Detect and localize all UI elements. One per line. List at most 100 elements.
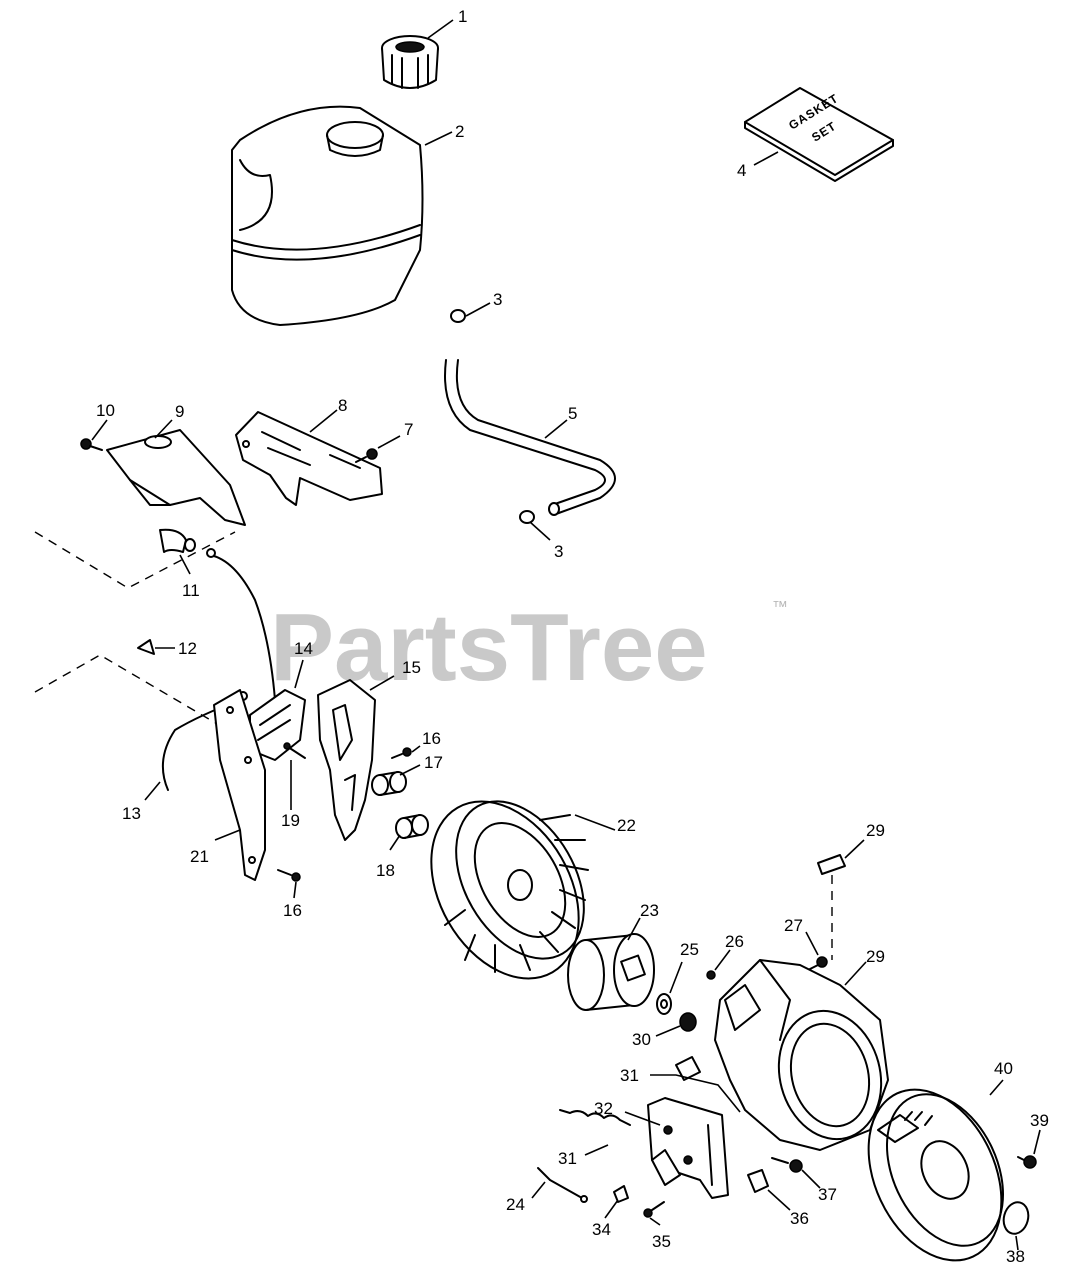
part-screw-16-lower[interactable] (277, 869, 301, 882)
callout-38: 38 (1006, 1247, 1025, 1266)
callout-37: 37 (818, 1185, 837, 1204)
callout-18: 18 (376, 861, 395, 880)
part-decal-31[interactable] (675, 1056, 701, 1081)
part-hose-clamp-lower[interactable] (519, 510, 535, 524)
part-sleeve-18[interactable] (395, 814, 429, 839)
leader-8 (309, 409, 338, 433)
callout-27: 27 (784, 916, 803, 935)
leader-5 (544, 419, 568, 439)
part-hose-clamp-upper[interactable] (450, 309, 466, 323)
callout-8: 8 (338, 396, 347, 415)
callout-7: 7 (404, 420, 413, 439)
leader-3b (529, 521, 551, 541)
leader-25 (669, 961, 683, 994)
part-spacer-17[interactable] (371, 771, 407, 796)
leader-35 (649, 1217, 661, 1226)
partstree-watermark: PartsTree (270, 594, 708, 701)
part-screw-39[interactable] (1017, 1155, 1037, 1169)
part-bracket-9[interactable] (106, 429, 246, 526)
callout-25: 25 (680, 940, 699, 959)
leader-34 (604, 1199, 619, 1219)
part-decal-29[interactable] (817, 854, 846, 875)
part-screw-16-upper[interactable] (391, 747, 412, 759)
leader-23 (627, 917, 641, 941)
part-fuel-line-elbow[interactable] (159, 528, 196, 553)
leader-17 (399, 764, 421, 776)
part-starter-cup[interactable] (567, 933, 655, 1011)
callout-3-upper: 3 (493, 290, 502, 309)
callout-19: 19 (281, 811, 300, 830)
part-nut-30[interactable] (679, 1012, 697, 1032)
part-bracket-21[interactable] (213, 689, 266, 881)
leader-18 (389, 834, 401, 851)
callout-5: 5 (568, 404, 577, 423)
leader-11 (179, 554, 191, 575)
leader-16a (411, 745, 421, 753)
callout-31-lower: 31 (558, 1149, 577, 1168)
leader-29b (844, 961, 867, 986)
callout-17: 17 (424, 753, 443, 772)
leader-31b (584, 1144, 609, 1156)
part-governor-bracket[interactable] (647, 1097, 729, 1199)
leader-22 (574, 814, 616, 831)
leader-36 (767, 1189, 791, 1211)
callout-14: 14 (294, 639, 313, 658)
leader-31a (650, 1074, 741, 1113)
callout-3-lower: 3 (554, 542, 563, 561)
callout-26: 26 (725, 932, 744, 951)
leader-7 (377, 435, 401, 449)
part-screw-7[interactable] (355, 448, 378, 463)
leader-13 (144, 781, 161, 801)
part-tank-bracket-8[interactable] (235, 411, 383, 506)
leader-37 (801, 1169, 821, 1189)
leader-39 (1033, 1129, 1041, 1155)
callout-30: 30 (632, 1030, 651, 1049)
callout-23: 23 (640, 901, 659, 920)
callout-2: 2 (455, 122, 464, 141)
leader-32 (624, 1111, 661, 1126)
part-blower-housing[interactable] (714, 959, 895, 1151)
part-cap-38[interactable] (1000, 1199, 1031, 1236)
part-gasket-set[interactable]: GASKET SET (744, 87, 894, 182)
part-recoil-starter[interactable] (843, 1068, 1028, 1280)
callout-11: 11 (182, 581, 200, 600)
callout-31-upper: 31 (620, 1066, 639, 1085)
callout-16-lower: 16 (283, 901, 302, 920)
callout-21: 21 (190, 847, 209, 866)
part-screw-26[interactable] (706, 970, 716, 980)
callout-32: 32 (594, 1099, 613, 1118)
part-clip-34[interactable] (613, 1185, 629, 1203)
leader-30 (655, 1025, 681, 1037)
callout-15: 15 (402, 658, 421, 677)
part-fuel-cap[interactable] (381, 35, 439, 89)
leader-15 (369, 675, 395, 691)
part-washer-25[interactable] (656, 993, 672, 1015)
part-screw-37[interactable] (771, 1157, 803, 1173)
callout-34: 34 (592, 1220, 611, 1239)
callout-4: 4 (737, 161, 746, 180)
leader-3a (465, 302, 491, 317)
part-link-rod[interactable] (537, 1167, 588, 1203)
leader-29a (844, 839, 865, 859)
part-screw-27[interactable] (807, 956, 828, 971)
callout-29-housing: 29 (866, 947, 885, 966)
part-clip-36[interactable] (747, 1169, 769, 1193)
leader-38 (1015, 1235, 1019, 1251)
part-clip-12[interactable] (137, 639, 155, 655)
leader-21 (214, 829, 241, 841)
part-screw-10[interactable] (80, 438, 103, 451)
leader-9 (154, 419, 173, 439)
part-shroud-15[interactable] (317, 679, 376, 841)
part-fuel-line[interactable] (444, 359, 616, 516)
callout-13: 13 (122, 804, 141, 823)
part-spring-link[interactable] (559, 1109, 631, 1126)
part-screw-35[interactable] (643, 1201, 665, 1218)
leader-24 (531, 1181, 546, 1199)
callout-9: 9 (175, 402, 184, 421)
callout-35: 35 (652, 1232, 671, 1251)
part-flywheel[interactable] (401, 775, 610, 1005)
part-fuel-tank[interactable] (231, 105, 424, 326)
leader-26 (714, 949, 731, 971)
part-screw-19[interactable] (283, 742, 306, 759)
